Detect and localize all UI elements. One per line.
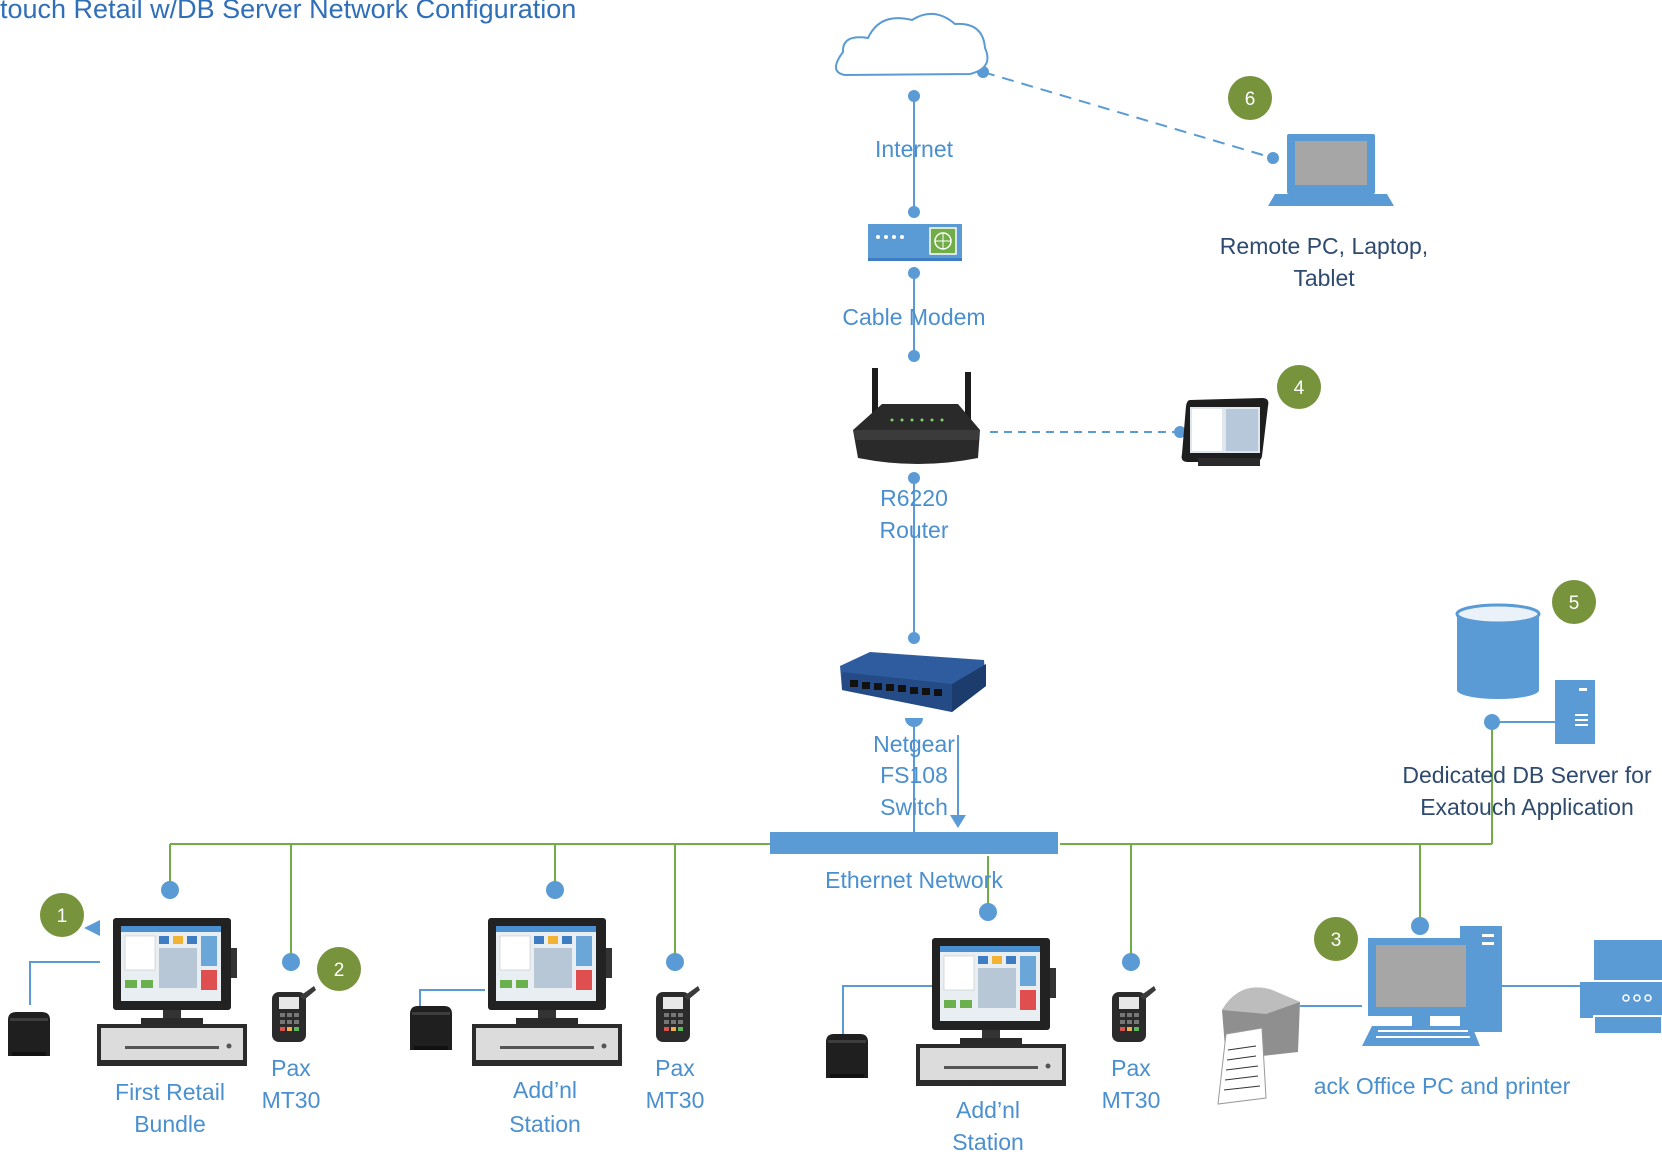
- first-retail-bundle-label: First Retail: [115, 1079, 225, 1105]
- pos-terminal-icon: [915, 937, 1067, 1087]
- receipt-printer-icon: [410, 1006, 452, 1050]
- addnl-station-label: Add’nl: [956, 1097, 1020, 1123]
- station1-printer-line: [419, 989, 485, 1008]
- switch-label: Netgear: [873, 731, 955, 757]
- card-reader-icon: [1112, 986, 1156, 1042]
- step-badge: 3: [1314, 917, 1358, 961]
- cable-modem-icon: [868, 224, 962, 261]
- first-retail-bundle-label: Bundle: [134, 1111, 206, 1137]
- db-server-label: Dedicated DB Server for: [1402, 762, 1652, 788]
- switch-arrowhead: [950, 815, 966, 828]
- desktop-pc-icon: [1362, 926, 1502, 1046]
- pax-mt30-label: MT30: [1102, 1087, 1161, 1113]
- svg-text:5: 5: [1569, 593, 1580, 614]
- ethernet-network-bar: [770, 832, 1058, 854]
- bundle-printer-line: [29, 961, 100, 1005]
- db-server-label: Exatouch Application: [1420, 794, 1634, 820]
- laptop-icon: [1268, 134, 1394, 206]
- step-badge: 2: [317, 947, 361, 991]
- step-badge: 1: [40, 893, 84, 937]
- step-badge: 5: [1552, 580, 1596, 624]
- addnl-station-label: Station: [952, 1129, 1024, 1155]
- switch-label: FS108: [880, 762, 948, 788]
- card-reader-icon: [272, 986, 316, 1042]
- internet-label: Internet: [875, 136, 954, 162]
- back-office-label: ack Office PC and printer: [1314, 1073, 1571, 1099]
- pax-mt30-label: Pax: [271, 1055, 311, 1081]
- svg-text:1: 1: [57, 906, 68, 927]
- connector-dots: [161, 66, 1500, 971]
- cloud-icon: [835, 13, 989, 77]
- switch-icon: [840, 652, 986, 712]
- receipt-printer-icon: [826, 1034, 868, 1078]
- pos-terminal-icon: [471, 917, 623, 1067]
- card-reader-icon: [656, 986, 700, 1042]
- pax-mt30-label: Pax: [655, 1055, 695, 1081]
- addnl-station-label: Add’nl: [513, 1077, 577, 1103]
- pos-terminal-icon: [96, 917, 248, 1067]
- router-icon: [853, 368, 980, 464]
- step-badge: 4: [1277, 365, 1321, 409]
- remote-wireless-line: [982, 71, 1274, 159]
- router-label: Router: [879, 517, 948, 543]
- switch-label: Switch: [880, 794, 948, 820]
- pax-mt30-label: Pax: [1111, 1055, 1151, 1081]
- server-tower-icon: [1555, 680, 1595, 744]
- printer-icon: [1580, 940, 1662, 1035]
- label-printer-icon: [1217, 987, 1300, 1105]
- remote-pc-label: Remote PC, Laptop,: [1220, 233, 1428, 259]
- step-badge: 6: [1228, 76, 1272, 120]
- svg-text:6: 6: [1245, 89, 1256, 110]
- diagram-title: touch Retail w/DB Server Network Configu…: [0, 0, 576, 24]
- cable-modem-label: Cable Modem: [842, 304, 985, 330]
- ethernet-network-label: Ethernet Network: [825, 867, 1003, 893]
- addnl-station-label: Station: [509, 1111, 581, 1137]
- tablet-icon: [1181, 398, 1269, 466]
- router-label: R6220: [880, 485, 948, 511]
- svg-text:3: 3: [1331, 930, 1342, 951]
- connection-lines: [29, 71, 1582, 1040]
- database-icon: [1455, 603, 1541, 699]
- pax-mt30-label: MT30: [262, 1087, 321, 1113]
- pax-mt30-label: MT30: [646, 1087, 705, 1113]
- badge-pointer-icon: [84, 920, 100, 936]
- svg-text:2: 2: [334, 960, 345, 981]
- remote-pc-label: Tablet: [1293, 265, 1355, 291]
- svg-text:4: 4: [1294, 378, 1305, 399]
- receipt-printer-icon: [8, 1012, 50, 1056]
- station2-printer-line: [842, 985, 940, 1040]
